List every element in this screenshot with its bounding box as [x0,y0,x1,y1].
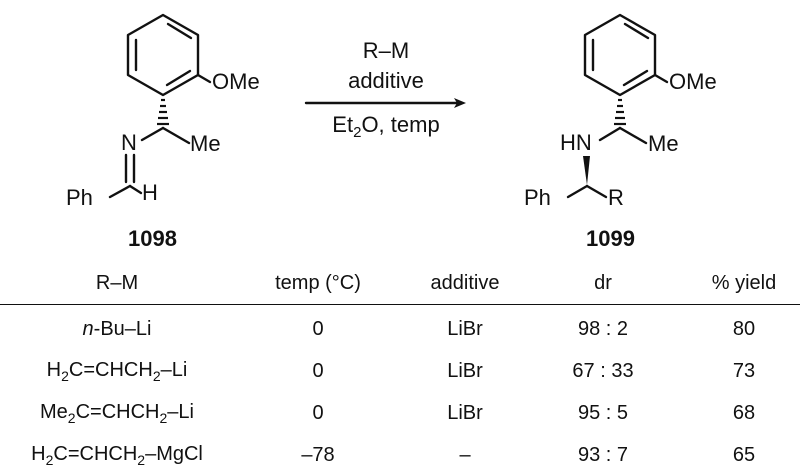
start-material-structure: OMe Me N H Ph 1098 [66,13,260,251]
cell-rm: H2C=CHCH2–Li [46,358,188,384]
cell-yield: 73 [732,359,756,382]
cell-yield: 65 [732,443,756,466]
methyl-label-right: Me [648,131,679,156]
reaction-conditions: R–M additive Et2O, temp [304,38,466,141]
table-header-row: R–M temp (°C) additive dr % yield [0,262,800,305]
header-dr: dr [528,262,678,305]
cell-temp: 0 [312,401,324,424]
product-compound-number: 1099 [586,226,635,251]
conditions-label: Et2O, temp [332,112,439,141]
cell-temp: –78 [301,443,335,466]
hashed-bond-right [614,98,626,126]
aryl-ring-left [126,13,200,97]
r-group-label: R [608,185,624,210]
results-table: R–M temp (°C) additive dr % yield n-Bu–L… [0,262,800,476]
ome-label: OMe [212,69,260,94]
table-row: H2C=CHCH2–MgCl –78 – 93 : 7 65 [0,434,800,476]
table-row: n-Bu–Li 0 LiBr 98 : 2 80 [0,305,800,351]
product-structure: OMe Me HN R Ph 1099 [524,13,717,251]
wedge-bond-right [583,156,590,185]
cell-temp: 0 [312,359,324,382]
header-yield: % yield [678,262,800,305]
cell-additive: LiBr [447,317,483,340]
table-row: Me2C=CHCH2–Li 0 LiBr 95 : 5 68 [0,392,800,434]
header-temp: temp (°C) [234,262,402,305]
header-rm: R–M [0,262,234,305]
cell-yield: 68 [732,401,756,424]
cell-additive: – [459,443,471,466]
header-additive: additive [402,262,528,305]
cell-dr: 93 : 7 [577,443,629,466]
ome-label-right: OMe [669,69,717,94]
cell-dr: 67 : 33 [572,359,634,382]
cell-rm: n-Bu–Li [82,317,152,340]
cell-dr: 98 : 2 [577,317,629,340]
amine-hn-label: HN [560,130,592,155]
additive-label: additive [348,68,424,93]
table-row: H2C=CHCH2–Li 0 LiBr 67 : 33 73 [0,350,800,392]
aryl-ring-right [583,13,657,97]
methyl-label-left: Me [190,131,221,156]
cell-yield: 80 [732,317,756,340]
cell-temp: 0 [312,317,324,340]
cell-rm: Me2C=CHCH2–Li [40,400,194,426]
hashed-bond-left [157,98,169,126]
cell-additive: LiBr [447,359,483,382]
imine-h-label: H [142,180,158,205]
reagent-label: R–M [363,38,409,63]
start-compound-number: 1098 [128,226,177,251]
cell-rm: H2C=CHCH2–MgCl [31,442,203,468]
reaction-scheme: OMe Me N H Ph 1098 R–M additive Et2O, te… [66,13,717,251]
cell-dr: 95 : 5 [577,401,629,424]
cell-additive: LiBr [447,401,483,424]
imine-n-label: N [121,130,137,155]
phenyl-label-right: Ph [524,185,551,210]
phenyl-label-left: Ph [66,185,93,210]
